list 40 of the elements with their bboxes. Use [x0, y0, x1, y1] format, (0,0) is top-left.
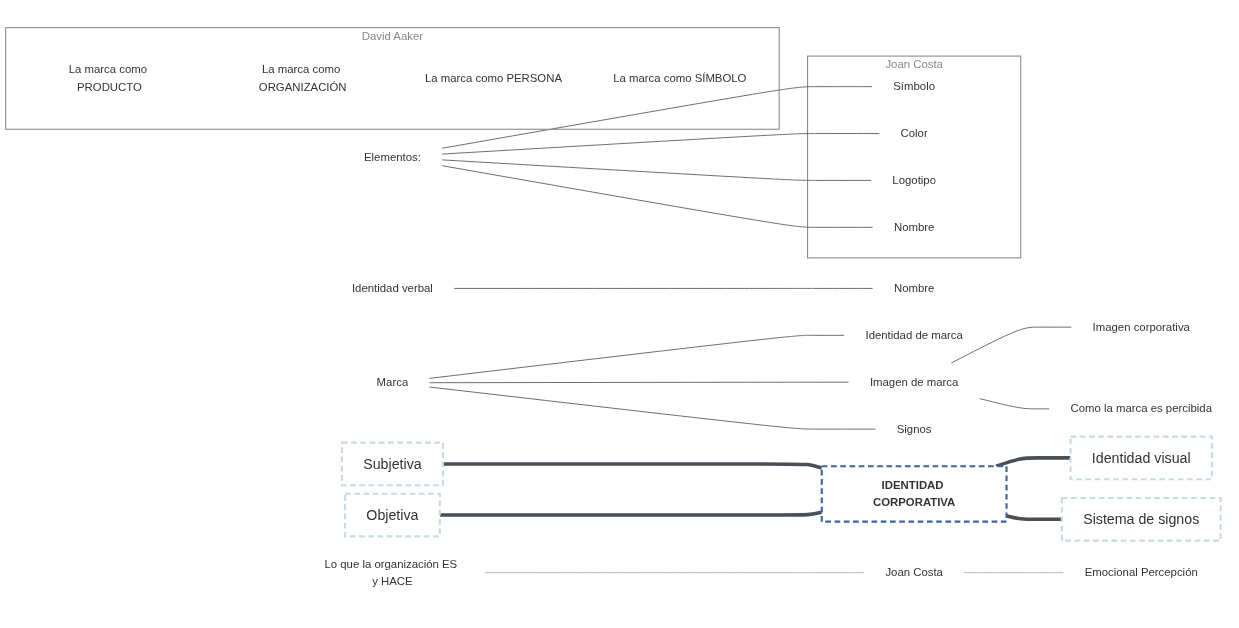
node-box: Identidad visual [1069, 435, 1213, 481]
node-text: Lo que la organización ES y HACE [324, 557, 458, 587]
connector [453, 288, 874, 289]
node-text: Emocional Percepción [1084, 566, 1198, 579]
connector [441, 133, 880, 155]
node-text: Identidad verbal [351, 282, 433, 295]
node-text: Elementos: [363, 150, 421, 163]
node-text: La marca como ORGANIZACIÓN [258, 63, 347, 93]
connector [429, 334, 845, 379]
node-text: Símbolo [893, 80, 935, 93]
node-text: Como la marca es percibida [1070, 402, 1212, 415]
node-text: La marca como PRODUCTO [68, 63, 148, 93]
connector [979, 398, 1050, 410]
connector [1006, 514, 1062, 522]
node-text: La marca como SÍMBOLO [613, 72, 747, 85]
node-text: Logotipo [892, 174, 936, 187]
node-text: Marca [376, 376, 409, 389]
node-text: Nombre [893, 282, 935, 295]
node-text: Signos [896, 422, 932, 435]
connector [429, 386, 876, 430]
connector [484, 572, 865, 574]
connector [441, 86, 873, 149]
node-box: Objetiva [343, 492, 441, 538]
connector [995, 456, 1071, 468]
node-box: Sistema de signos [1060, 496, 1222, 542]
node-text: Joan Costa [885, 566, 943, 579]
connector [429, 381, 849, 384]
node-box: Subjetiva [340, 441, 445, 487]
node-text: La marca como PERSONA [424, 72, 562, 85]
connector [442, 462, 823, 470]
connector [441, 165, 874, 228]
node-text: Nombre [893, 220, 935, 233]
node-box: IDENTIDAD CORPORATIVA [820, 465, 1008, 523]
connector [441, 159, 872, 181]
node-text: Imagen de marca [869, 375, 959, 388]
connector [950, 326, 1072, 364]
node-text: Identidad de marca [865, 328, 963, 341]
connector [963, 572, 1064, 574]
node-text: Imagen corporativa [1092, 320, 1190, 333]
node-text: Color [900, 127, 928, 140]
